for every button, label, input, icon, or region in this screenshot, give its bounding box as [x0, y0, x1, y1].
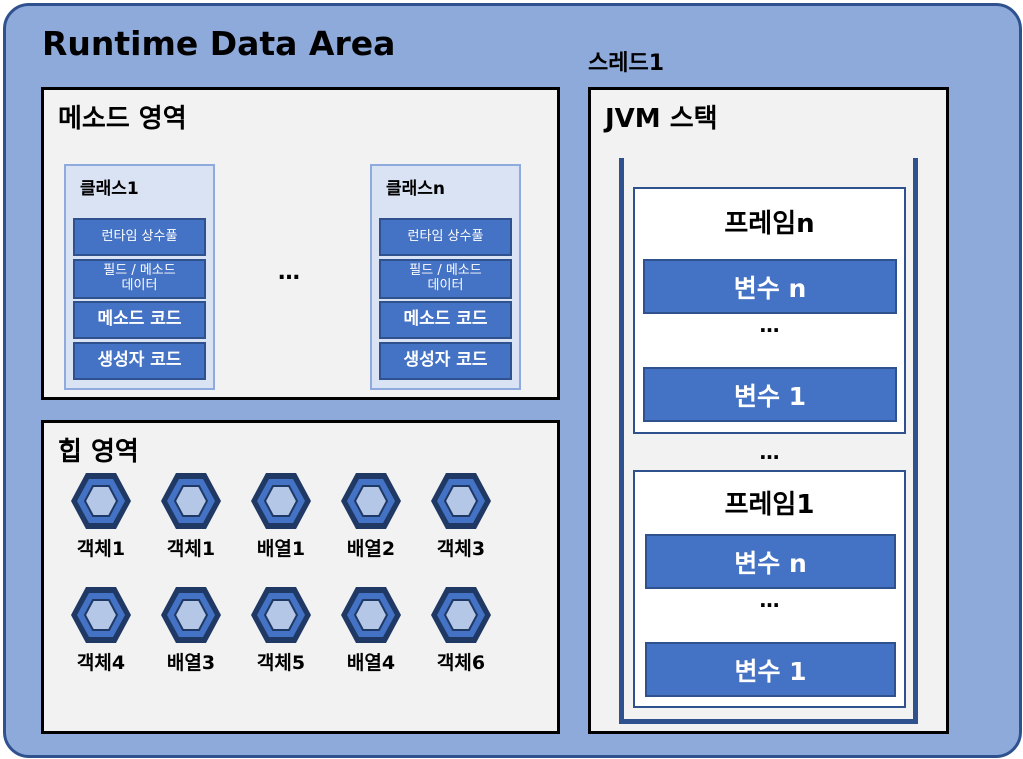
heap-area-panel: 힙 영역 객체1 객체1 배열1 배열2 객체3 객체4 배열3 객체5 배열4… [41, 420, 560, 734]
method-code: 메소드 코드 [379, 301, 512, 339]
constructor-code: 생성자 코드 [73, 342, 206, 380]
method-code: 메소드 코드 [73, 301, 206, 339]
variable-n: 변수 n [645, 534, 896, 589]
hexagon-object-icon [161, 473, 221, 529]
variable-1: 변수 1 [645, 642, 896, 697]
field-method-data: 필드 / 메소드 데이터 [73, 259, 206, 299]
object-label: 배열2 [346, 538, 396, 560]
heap-object: 객체6 [416, 585, 506, 675]
variables-ellipsis: … [759, 588, 780, 612]
heap-object: 객체1 [146, 471, 236, 561]
constructor-code: 생성자 코드 [379, 342, 512, 380]
hexagon-object-icon [251, 473, 311, 529]
hexagon-object-icon [161, 587, 221, 643]
stack-frame-n: 프레임n 변수 n … 변수 1 [633, 187, 906, 434]
variable-n: 변수 n [643, 259, 897, 314]
thread-label: 스레드1 [588, 51, 665, 76]
hexagon-object-icon [251, 587, 311, 643]
classes-ellipsis: … [278, 260, 300, 285]
class-name: 클래스n [386, 179, 446, 199]
stack-frame-1: 프레임1 변수 n … 변수 1 [633, 470, 906, 708]
class-name: 클래스1 [80, 179, 139, 199]
hexagon-object-icon [431, 473, 491, 529]
field-method-line2: 데이터 [427, 278, 464, 293]
variables-ellipsis: … [759, 313, 780, 337]
method-area-panel: 메소드 영역 클래스1 런타임 상수풀 필드 / 메소드 데이터 메소드 코드 … [41, 87, 560, 400]
field-method-line2: 데이터 [121, 278, 158, 293]
heap-object: 배열3 [146, 585, 236, 675]
hexagon-object-icon [341, 473, 401, 529]
object-label: 객체3 [436, 538, 486, 560]
method-area-title: 메소드 영역 [58, 104, 187, 134]
stack-container [619, 158, 918, 724]
heap-object: 객체4 [56, 585, 146, 675]
object-label: 객체4 [76, 652, 126, 674]
heap-object: 배열1 [236, 471, 326, 561]
field-method-line1: 필드 / 메소드 [409, 263, 482, 279]
variable-1: 변수 1 [643, 367, 897, 422]
field-method-data: 필드 / 메소드 데이터 [379, 259, 512, 299]
jvm-stack-title: JVM 스택 [605, 104, 718, 134]
class-box-1: 클래스1 런타임 상수풀 필드 / 메소드 데이터 메소드 코드 생성자 코드 [64, 164, 215, 390]
hexagon-object-icon [71, 473, 131, 529]
object-label: 배열1 [256, 538, 306, 560]
object-label: 객체1 [76, 538, 126, 560]
hexagon-object-icon [71, 587, 131, 643]
object-label: 객체1 [166, 538, 216, 560]
diagram-title: Runtime Data Area [42, 24, 396, 63]
class-box-n: 클래스n 런타임 상수풀 필드 / 메소드 데이터 메소드 코드 생성자 코드 [370, 164, 521, 390]
frames-ellipsis: … [759, 440, 780, 464]
heap-object: 객체5 [236, 585, 326, 675]
runtime-constant-pool: 런타임 상수풀 [379, 218, 512, 256]
frame-title: 프레임n [724, 209, 815, 239]
frame-title: 프레임1 [724, 490, 815, 520]
runtime-constant-pool: 런타임 상수풀 [73, 218, 206, 256]
heap-object: 객체1 [56, 471, 146, 561]
heap-object: 배열2 [326, 471, 416, 561]
object-label: 객체6 [436, 652, 486, 674]
heap-object: 배열4 [326, 585, 416, 675]
field-method-line1: 필드 / 메소드 [103, 263, 176, 279]
hexagon-object-icon [341, 587, 401, 643]
heap-object: 객체3 [416, 471, 506, 561]
object-label: 배열3 [166, 652, 216, 674]
object-label: 객체5 [256, 652, 306, 674]
heap-area-title: 힙 영역 [58, 437, 139, 467]
object-label: 배열4 [346, 652, 396, 674]
hexagon-object-icon [431, 587, 491, 643]
